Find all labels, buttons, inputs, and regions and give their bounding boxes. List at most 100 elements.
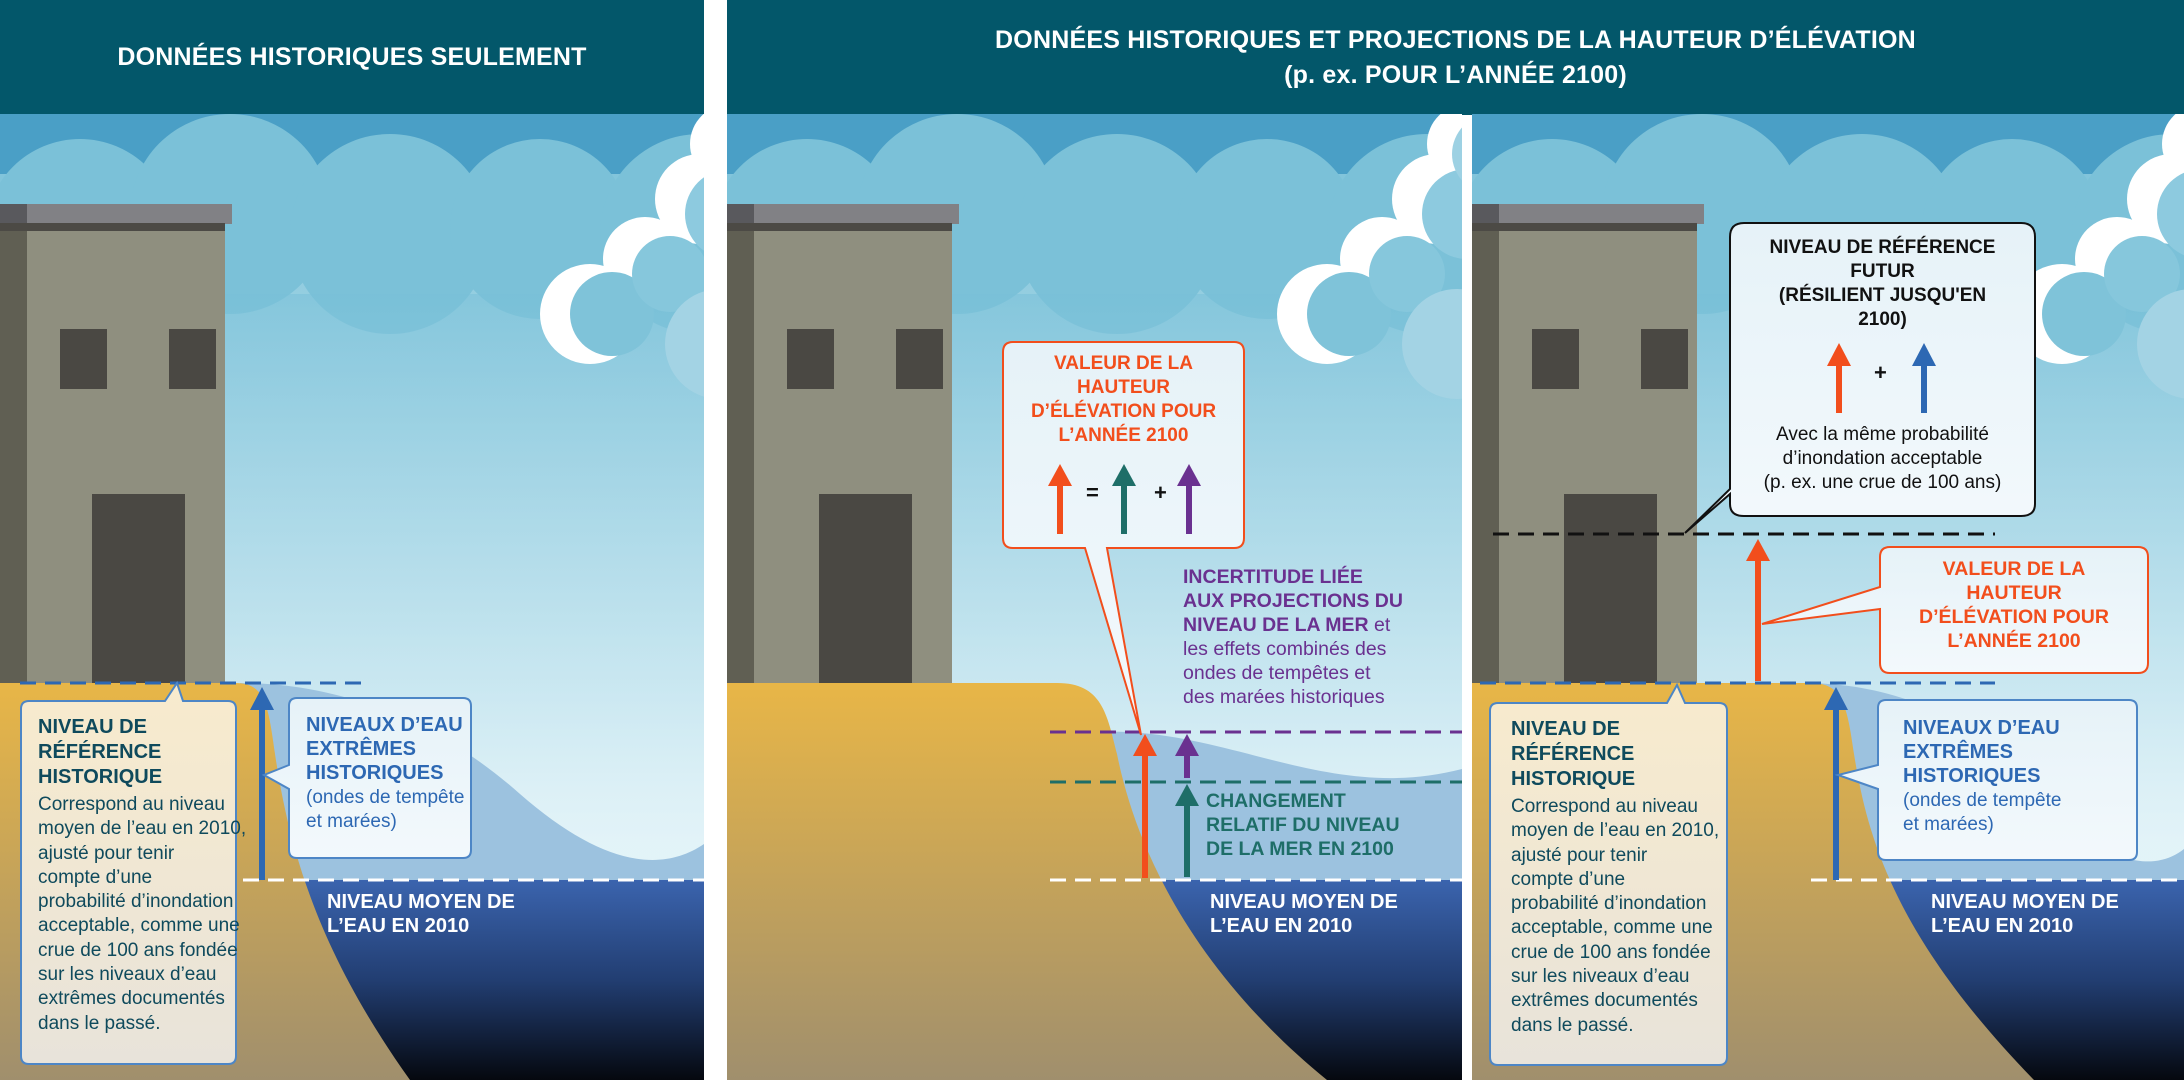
reference-body-line: sur les niveaux d’eau [1511, 966, 1690, 988]
building [1472, 204, 1704, 683]
mean-water-label-line: L’EAU EN 2010 [1210, 915, 1353, 937]
reference-title-line: RÉFÉRENCE [1511, 743, 1635, 765]
uncertainty-body-line: des marées historiques [1183, 686, 1385, 708]
reference-body-line: moyen de l’eau en 2010, [38, 818, 247, 840]
elevation-arrow-icon [1048, 464, 1072, 534]
extremes-callout [261, 697, 472, 859]
extremes-body: (ondes de tempête et marées) [306, 786, 464, 834]
mean-water-label-line: NIVEAU MOYEN DE [327, 891, 515, 913]
elevation-title-line: D’ÉLÉVATION POUR [1030, 401, 1217, 422]
uncertainty-arrow [1175, 734, 1199, 778]
sea-level-change-label-line: DE LA MER EN 2100 [1206, 838, 1394, 860]
extremes-body-line: et marées) [306, 811, 397, 832]
reference-body-line: crue de 100 ans fondée [38, 939, 238, 961]
extremes-title-line: NIVEAUX D’EAU [1903, 717, 2060, 739]
uncertainty-title-line: AUX PROJECTIONS DU [1183, 590, 1403, 612]
historic-extremes-arrow [250, 687, 274, 880]
uncertainty-body-line: les effets combinés des [1183, 638, 1387, 660]
panel-future-reference-scene [1472, 114, 2184, 1080]
panel-historical-scene [0, 114, 704, 1080]
uncertainty-arrow-icon [1177, 464, 1201, 534]
shore [727, 683, 1327, 1080]
extremes-title-line: NIVEAUX D’EAU [306, 714, 463, 736]
reference-body-line: probabilité d’inondation [1511, 893, 1707, 915]
future-reference-title-line: FUTUR [1850, 261, 1915, 282]
reference-body-line: acceptable, comme une [1511, 917, 1713, 939]
elevation-title-line: D’ÉLÉVATION POUR [1919, 606, 2109, 628]
reference-title-line: NIVEAU DE [38, 716, 147, 738]
header-projections: DONNÉES HISTORIQUES ET PROJECTIONS DE LA… [727, 0, 2184, 115]
extremes-title-line: HISTORIQUES [306, 762, 444, 784]
extremes-callout [1834, 699, 2138, 861]
future-reference-callout [1684, 222, 2036, 534]
reference-body-line: extrêmes documentés [1511, 990, 1698, 1012]
reference-body-line: sur les niveaux d’eau [38, 964, 217, 986]
header-title-line: DONNÉES HISTORIQUES ET PROJECTIONS DE LA… [995, 25, 1916, 54]
building [727, 204, 959, 683]
future-reference-title: NIVEAU DE RÉFÉRENCE FUTUR (RÉSILIENT JUSQU… [1730, 236, 2035, 332]
elevation-title-line: HAUTEUR [1077, 377, 1170, 398]
reference-body: Correspond au niveau moyen de l’eau en 20… [1511, 795, 1719, 1038]
reference-title-line: NIVEAU DE [1511, 718, 1620, 740]
reference-title-line: HISTORIQUE [38, 766, 163, 788]
historic-extremes-arrow [1824, 687, 1848, 880]
elevation-title: VALEUR DE LA HAUTEUR D’ÉLÉVATION POUR L’ANN… [1003, 352, 1244, 448]
extremes-title-line: EXTRÊMES [1903, 741, 2014, 763]
reference-callout [1489, 682, 1728, 1066]
elevation-title-line: L’ANNÉE 2100 [1058, 425, 1189, 446]
uncertainty-label: INCERTITUDE LIÉE AUX PROJECTIONS DU NIVE… [1183, 565, 1403, 709]
mean-water-label-line: NIVEAU MOYEN DE [1210, 891, 1398, 913]
reference-body-line: compte d’une [1511, 868, 1626, 890]
sea-level-change-label-line: CHANGEMENT [1206, 790, 1346, 812]
panel-projection-scene [727, 114, 1462, 1080]
extremes-body-line: et marées) [1903, 814, 1994, 835]
mean-water-label-line: L’EAU EN 2010 [1931, 915, 2074, 937]
reference-body-line: Correspond au niveau [38, 794, 225, 815]
plus-sign: + [1874, 360, 1887, 385]
uncertainty-title-line: NIVEAU DE LA MER [1183, 614, 1369, 636]
reference-body-line: extrêmes documentés [38, 988, 225, 1010]
header-title: DONNÉES HISTORIQUES SEULEMENT [117, 43, 587, 71]
future-reference-title-line: NIVEAU DE RÉFÉRENCE [1769, 237, 1996, 258]
plus-sign: + [1154, 480, 1167, 505]
extremes-body-line: (ondes de tempête [306, 787, 465, 808]
sea-level-change-label-line: RELATIF DU NIVEAU [1206, 814, 1400, 836]
uncertainty-conjunction: et [1368, 614, 1391, 636]
elevation-arrow [1746, 539, 1770, 681]
elevation-title-line: VALEUR DE LA [1942, 558, 2086, 580]
elevation-title-line: VALEUR DE LA [1054, 353, 1193, 374]
reference-body-line: crue de 100 ans fondée [1511, 941, 1711, 963]
elevation-title-line: L’ANNÉE 2100 [1947, 630, 2081, 652]
reference-body-line: acceptable, comme une [38, 915, 240, 937]
reference-body-line: compte d’une [38, 866, 153, 888]
reference-body-line: moyen de l’eau en 2010, [1511, 820, 1720, 842]
sea-level-change-arrow [1175, 784, 1199, 877]
mean-water-label-line: NIVEAU MOYEN DE [1931, 891, 2119, 913]
extremes-title-line: EXTRÊMES [306, 738, 417, 760]
future-reference-body-line: (p. ex. une crue de 100 ans) [1763, 472, 2002, 493]
uncertainty-title-line-mixed: NIVEAU DE LA MER et [1183, 613, 1403, 637]
equals-sign: = [1086, 480, 1099, 505]
header-historical-only: DONNÉES HISTORIQUES SEULEMENT [0, 0, 704, 115]
elevation-title-line: HAUTEUR [1966, 582, 2062, 604]
reference-body-line: dans le passé. [38, 1012, 161, 1034]
reference-body-line: dans le passé. [1511, 1014, 1634, 1036]
elevation-arrow [1133, 734, 1157, 878]
reference-body-line: Correspond au niveau [1511, 796, 1698, 817]
reference-callout [20, 680, 237, 1065]
extremes-title-line: HISTORIQUES [1903, 765, 2041, 787]
future-reference-title-line: 2100) [1858, 309, 1907, 330]
historic-extremes-arrow-icon [1912, 343, 1936, 413]
uncertainty-body-line: ondes de tempêtes et [1183, 662, 1371, 684]
building [0, 204, 232, 683]
future-reference-title-line: (RÉSILIENT JUSQU'EN [1778, 285, 1987, 306]
